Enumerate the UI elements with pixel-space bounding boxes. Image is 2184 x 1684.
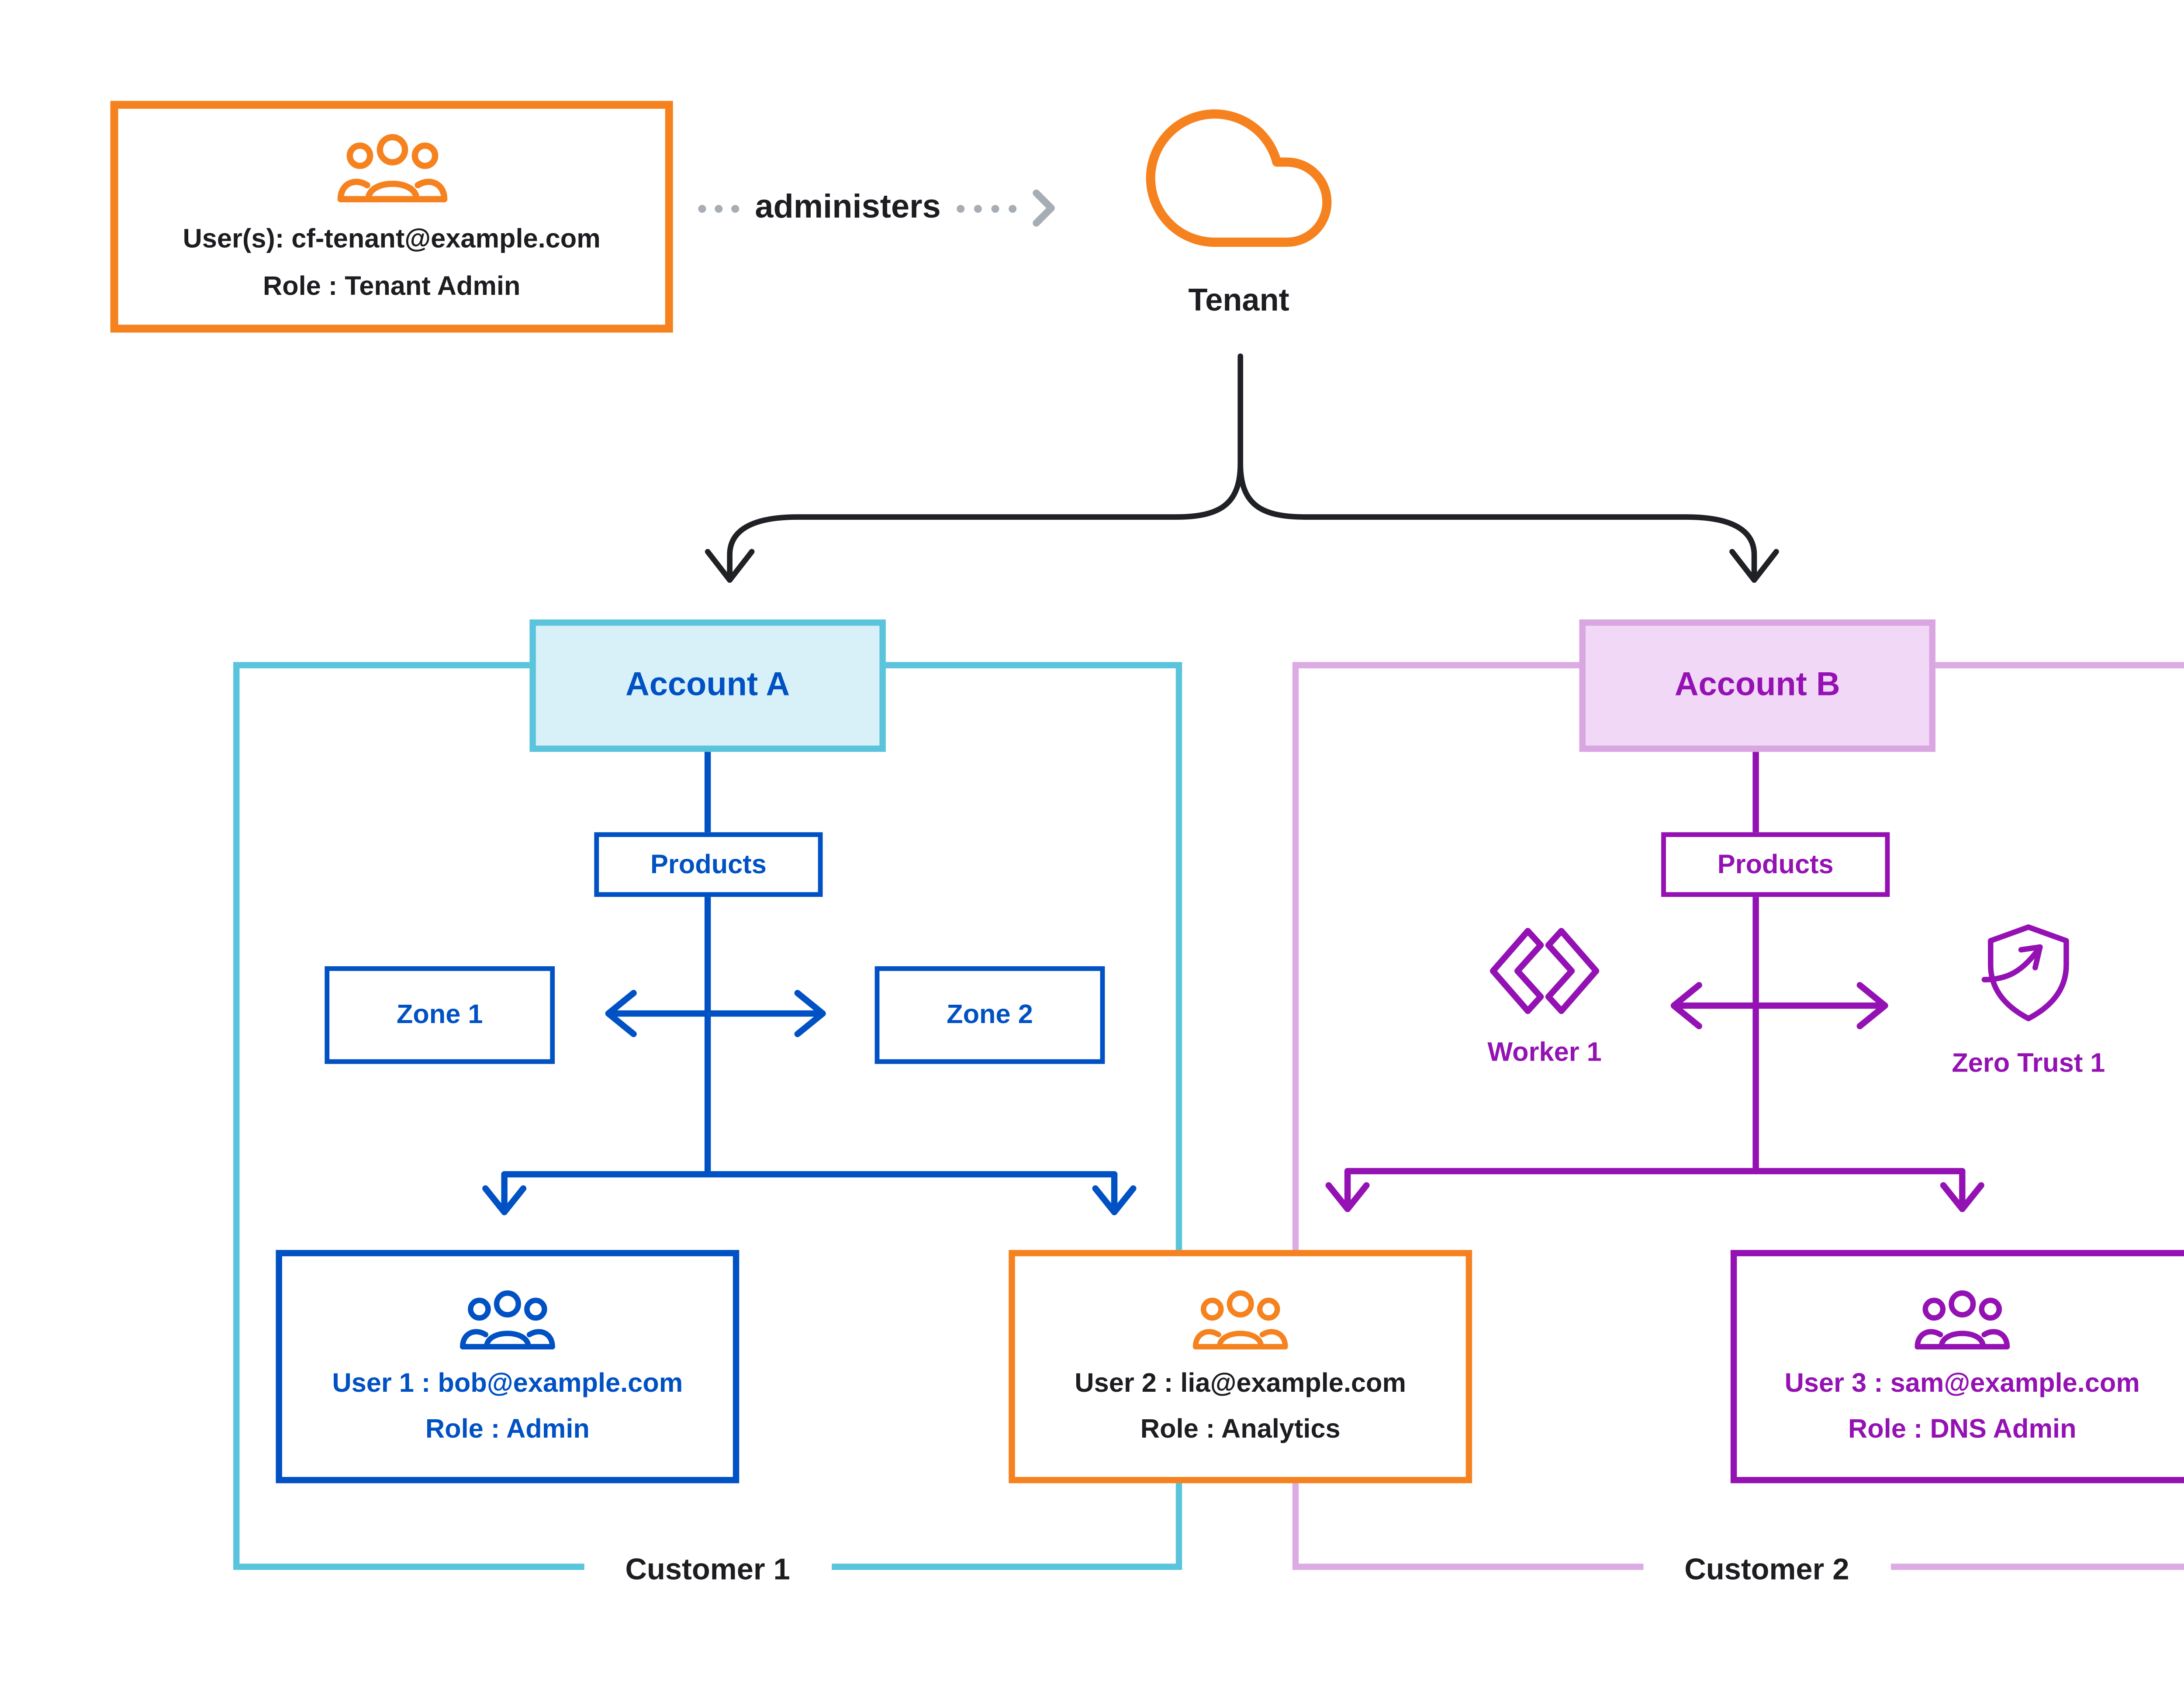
tenant-admin-role-line: Role : Tenant Admin [263, 270, 521, 301]
user2-role-line: Role : Analytics [1140, 1413, 1341, 1443]
user1-email-line: User 1 : bob@example.com [332, 1367, 683, 1397]
users-icon [456, 1286, 560, 1356]
account-b-box: Account B [1579, 619, 1935, 752]
dotted-line [956, 204, 1016, 212]
users-icon [332, 128, 452, 211]
tenant-label: Tenant [1188, 284, 1289, 318]
products-box-a: Products [594, 832, 823, 897]
user3-box: User 3 : sam@example.com Role : DNS Admi… [1730, 1250, 2184, 1483]
user3-email-line: User 3 : sam@example.com [1784, 1367, 2140, 1397]
customer1-label: Customer 1 [584, 1551, 831, 1592]
tenant-admin-box: User(s): cf-tenant@example.com Role : Te… [110, 100, 673, 333]
customer2-container: Customer 2 [1292, 662, 2184, 1592]
dotted-line [698, 204, 740, 212]
workers-icon [1488, 927, 1601, 1015]
account-b-connectors [1325, 748, 1984, 1212]
user1-box: User 1 : bob@example.com Role : Admin [276, 1250, 740, 1483]
user1-role-line: Role : Admin [425, 1413, 590, 1443]
account-a-connectors [482, 748, 1137, 1215]
zerotrust-label: Zero Trust 1 [1952, 1048, 2105, 1079]
zone1-box: Zone 1 [325, 966, 555, 1064]
user2-email-line: User 2 : lia@example.com [1075, 1367, 1406, 1397]
tenant-fork-arrows [705, 353, 1779, 583]
worker-product: Worker 1 [1466, 927, 1624, 1069]
chevron-right-icon [1032, 189, 1056, 227]
account-a-box: Account A [529, 619, 886, 752]
user3-role-line: Role : DNS Admin [1848, 1413, 2077, 1443]
products-box-b: Products [1661, 832, 1890, 897]
zerotrust-product: Zero Trust 1 [1926, 920, 2131, 1079]
users-icon [1910, 1286, 2014, 1356]
tenant-admin-user-line: User(s): cf-tenant@example.com [183, 223, 601, 253]
administers-label: administers [755, 189, 941, 225]
user2-box: User 2 : lia@example.com Role : Analytic… [1009, 1250, 1472, 1483]
customer2-label: Customer 2 [1643, 1551, 1890, 1592]
cloud-icon [1106, 82, 1371, 274]
zero-trust-shield-icon [1978, 920, 2079, 1026]
users-icon [1189, 1286, 1292, 1356]
zone2-box: Zone 2 [874, 966, 1105, 1064]
worker-label: Worker 1 [1487, 1037, 1602, 1067]
administers-arrow: administers [698, 180, 1056, 236]
